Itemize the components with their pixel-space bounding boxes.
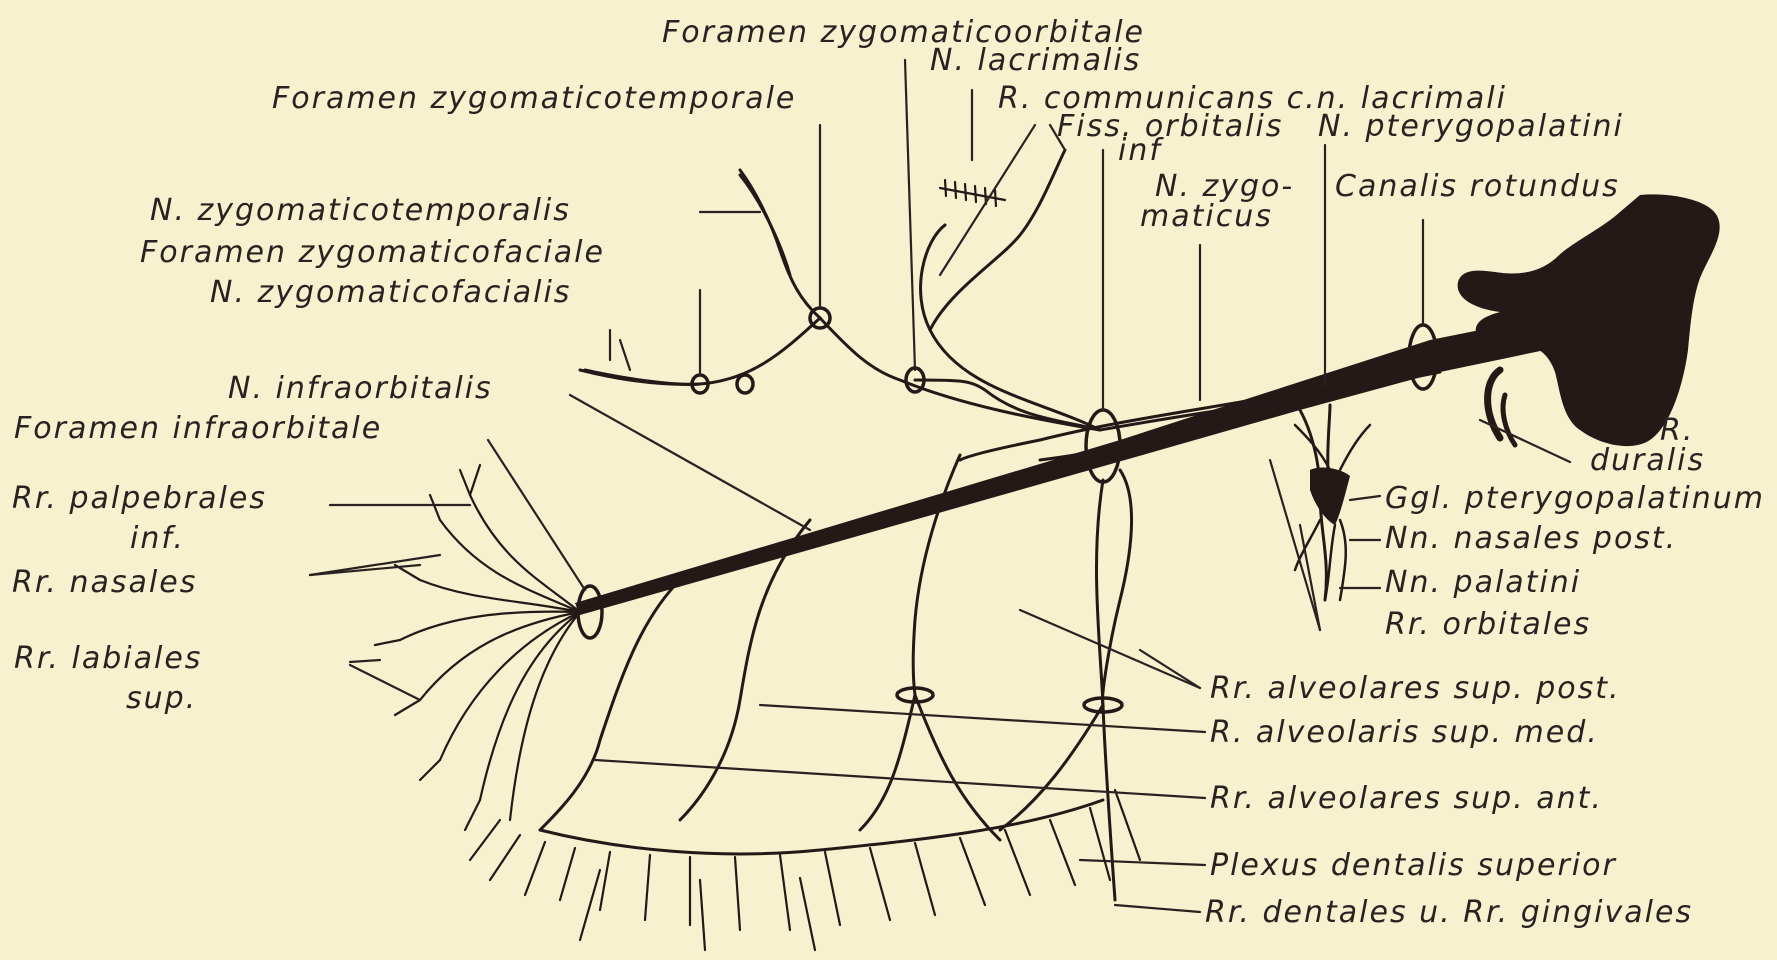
label-rr-labiales: Rr. labiales [14,641,202,676]
label-r-alveolaris-sup-med: R. alveolaris sup. med. [1210,715,1599,750]
label-nn-palatini: Nn. palatini [1385,565,1581,600]
label-canalis-rotundus: Canalis rotundus [1335,169,1620,204]
label-rr-palpebrales: Rr. palpebrales [12,481,267,516]
ggl-pterygopalatinum [1310,468,1350,525]
label-foramen-zygomaticofaciale: Foramen zygomaticofaciale [140,235,605,270]
label-ggl-pterygopalatinum: Ggl. pterygopalatinum [1385,481,1765,516]
label-nn-nasales-post: Nn. nasales post. [1385,521,1677,556]
facial-rami [375,465,580,830]
label-rr-orbitales: Rr. orbitales [1385,607,1591,642]
label-n-zygomaticus-2: maticus [1140,199,1273,234]
label-rr-dentales-gingivales: Rr. dentales u. Rr. gingivales [1205,895,1693,930]
label-n-zygomaticofacialis: N. zygomaticofacialis [210,275,571,310]
label-rr-palpebrales-inf: inf. [130,521,185,556]
label-rr-nasales: Rr. nasales [12,565,197,600]
label-plexus-dentalis-superior: Plexus dentalis superior [1210,848,1617,883]
label-n-lacrimalis: N. lacrimalis [930,43,1141,78]
label-rr-labiales-sup: sup. [126,681,197,716]
dental-rami [470,790,1140,950]
zygomatic-nerve-group [580,150,1440,600]
alveolar-branches [540,455,1132,900]
lacrimal-connection-hash [940,180,1005,206]
label-n-pterygopalatini: N. pterygopalatini [1318,109,1624,144]
label-foramen-infraorbitale: Foramen infraorbitale [14,411,382,446]
label-foramen-zygomaticotemporale: Foramen zygomaticotemporale [272,81,796,116]
foramen-zygomaticofaciale-ring-2 [737,375,753,393]
label-rr-alveolares-sup-ant: Rr. alveolares sup. ant. [1210,781,1603,816]
label-rr-alveolares-sup-post: Rr. alveolares sup. post. [1210,671,1621,706]
r-duralis-nerve-2 [1503,395,1515,445]
label-fiss-orbitalis: Fiss. orbitalis [1057,109,1283,144]
label-duralis: duralis [1590,443,1705,478]
label-n-infraorbitalis: N. infraorbitalis [228,371,493,406]
label-fiss-orbitalis-inf: inf [1118,133,1164,168]
trigeminal-ganglion [1458,194,1720,446]
label-n-zygomaticotemporalis: N. zygomaticotemporalis [150,193,571,228]
